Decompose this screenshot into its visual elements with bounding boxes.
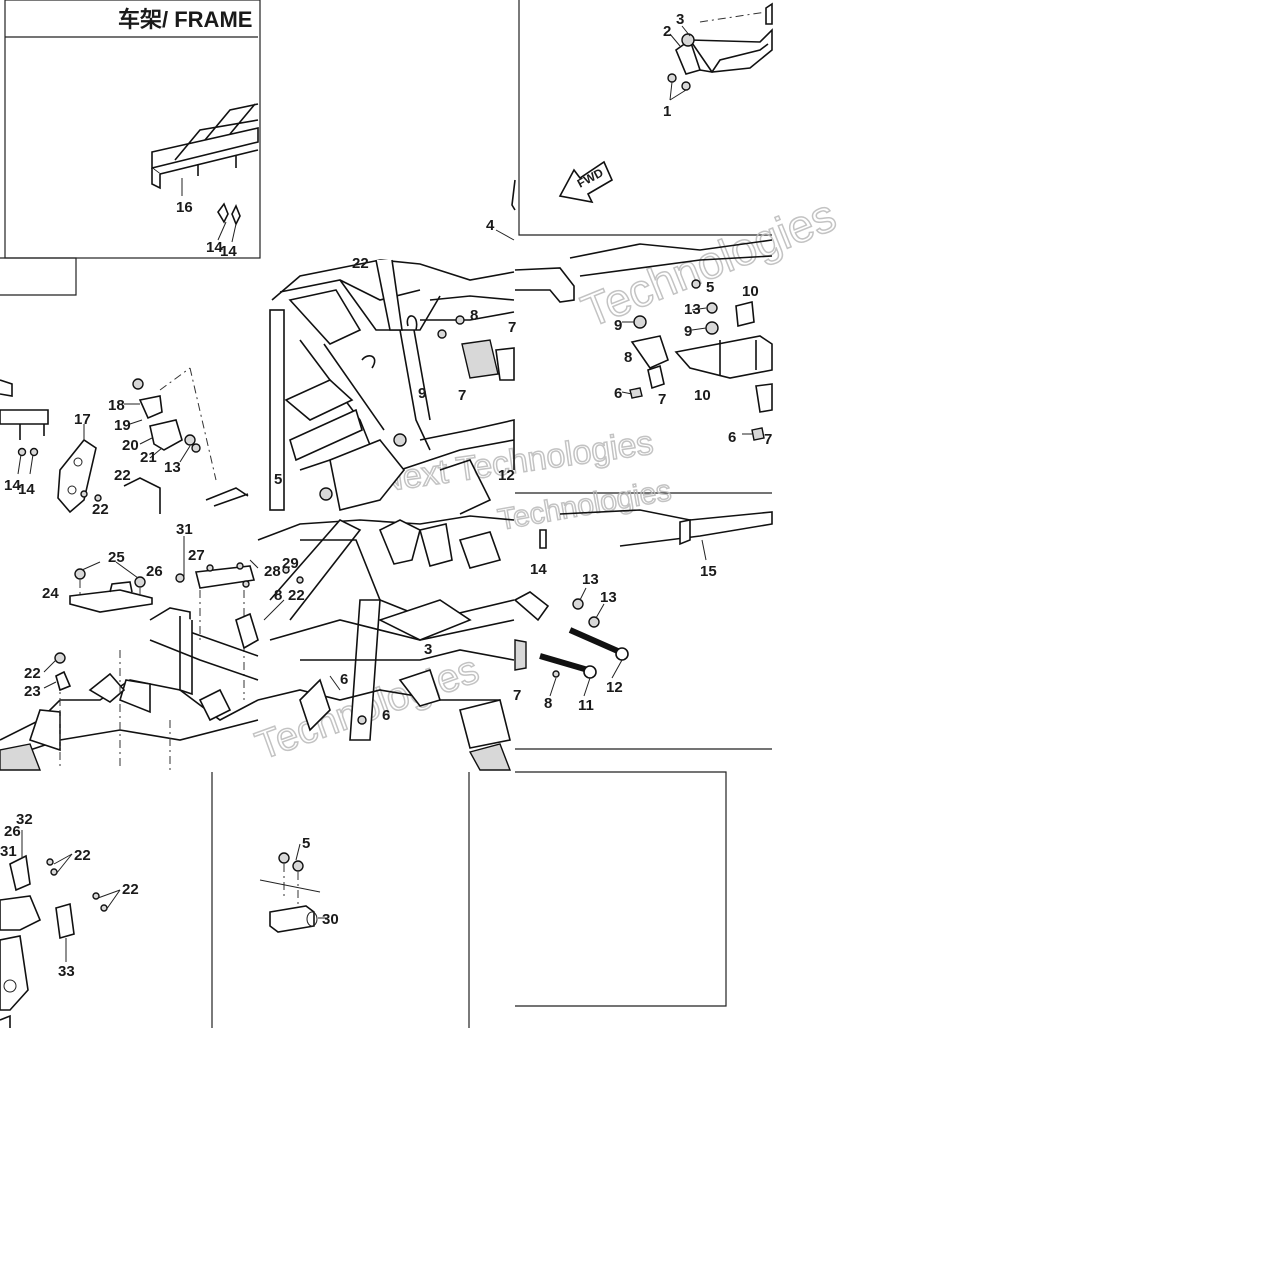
callout-5: 5 — [274, 471, 282, 488]
callout-9: 9 — [418, 385, 426, 402]
callout-5: 5 — [302, 835, 310, 852]
callout-18: 18 — [108, 397, 125, 414]
callout-11: 11 — [578, 697, 594, 714]
callout-8: 8 — [624, 349, 632, 366]
callout-15: 15 — [700, 563, 717, 580]
callout-22: 22 — [114, 467, 131, 484]
callout-31: 31 — [0, 843, 17, 860]
part-26-31-bracket — [175, 536, 259, 700]
callout-8: 8 — [544, 695, 552, 712]
callout-16: 16 — [176, 199, 193, 216]
watermark-1: Technologies — [574, 188, 842, 337]
part-24-25-plate — [69, 561, 153, 613]
callout-23: 23 — [24, 683, 41, 700]
callout-27: 27 — [188, 547, 205, 564]
callout-22: 22 — [352, 255, 369, 272]
callout-6: 6 — [728, 429, 736, 446]
bolts-11-13 — [513, 509, 773, 697]
callout-20: 20 — [122, 437, 139, 454]
tile-borders — [0, 0, 772, 1028]
watermark-3: Technologies — [495, 474, 673, 537]
lower-left-frame — [0, 607, 259, 771]
callout-26: 26 — [146, 563, 163, 580]
part-18-21-clamp — [124, 367, 217, 481]
callout-24: 24 — [42, 585, 59, 602]
shock-mount-parts — [514, 239, 773, 441]
part-16-rack — [151, 103, 259, 243]
callout-22: 22 — [122, 881, 139, 898]
tile-border-bottom-c — [515, 771, 727, 1007]
frame-edge-fragment — [511, 179, 516, 211]
leader-4 — [495, 229, 515, 241]
part-32-33-brackets — [0, 830, 121, 1028]
callout-17: 17 — [74, 411, 91, 428]
callout-19: 19 — [114, 417, 131, 434]
callout-22: 22 — [288, 587, 305, 604]
callout-12: 12 — [498, 467, 515, 484]
callout-1: 1 — [663, 103, 671, 120]
main-frame-upper — [269, 259, 515, 515]
callout-21: 21 — [140, 449, 157, 466]
mid-left-frame-tubes — [80, 477, 249, 514]
part-2-bracket — [667, 2, 773, 101]
tile-border-top-right — [518, 0, 772, 236]
callout-6: 6 — [340, 671, 348, 688]
callout-22: 22 — [24, 665, 41, 682]
callout-8: 8 — [274, 587, 282, 604]
callout-13: 13 — [582, 571, 599, 588]
callout-22: 22 — [74, 847, 91, 864]
fwd-arrow-icon: FWD — [558, 160, 614, 204]
part-30-spacer — [259, 843, 328, 933]
callout-28: 28 — [264, 563, 281, 580]
callout-8: 8 — [470, 307, 478, 324]
callout-3: 3 — [424, 641, 432, 658]
callout-13: 13 — [600, 589, 617, 606]
callout-14: 14 — [530, 561, 547, 578]
tile-title-box — [4, 0, 261, 259]
callout-22: 22 — [92, 501, 109, 518]
callout-14: 14 — [220, 243, 237, 260]
tile-border-left — [0, 257, 77, 296]
main-frame-lower — [257, 515, 515, 771]
callout-5: 5 — [706, 279, 714, 296]
callout-13: 13 — [164, 459, 181, 476]
callout-14: 14 — [206, 239, 223, 256]
callout-7: 7 — [513, 687, 521, 704]
callout-29: 29 — [282, 555, 299, 572]
callout-31: 31 — [176, 521, 193, 538]
callout-12: 12 — [606, 679, 623, 696]
part-17-plate — [57, 424, 97, 514]
callout-6: 6 — [614, 385, 622, 402]
callout-10: 10 — [694, 387, 711, 404]
callout-7: 7 — [508, 319, 516, 336]
callout-6: 6 — [382, 707, 390, 724]
left-frame-fragment — [0, 379, 49, 475]
callout-9: 9 — [684, 323, 692, 340]
callout-labels: 16 14 14 2 3 1 4 22 8 7 9 7 5 12 5 13 10… — [0, 11, 772, 980]
diagram-title: 车架/ FRAME — [118, 7, 252, 32]
callout-7: 7 — [764, 431, 772, 448]
callout-10: 10 — [742, 283, 759, 300]
callout-33: 33 — [58, 963, 75, 980]
callout-3: 3 — [676, 11, 684, 28]
callout-4: 4 — [486, 217, 495, 234]
callout-30: 30 — [322, 911, 339, 928]
callout-32: 32 — [16, 811, 33, 828]
callout-13: 13 — [684, 301, 701, 318]
callout-14: 14 — [4, 477, 21, 494]
callout-26: 26 — [4, 823, 21, 840]
callout-9: 9 — [614, 317, 622, 334]
callout-2: 2 — [663, 23, 671, 40]
callout-7: 7 — [658, 391, 666, 408]
callout-14: 14 — [18, 481, 35, 498]
callout-25: 25 — [108, 549, 125, 566]
callout-7: 7 — [458, 387, 466, 404]
